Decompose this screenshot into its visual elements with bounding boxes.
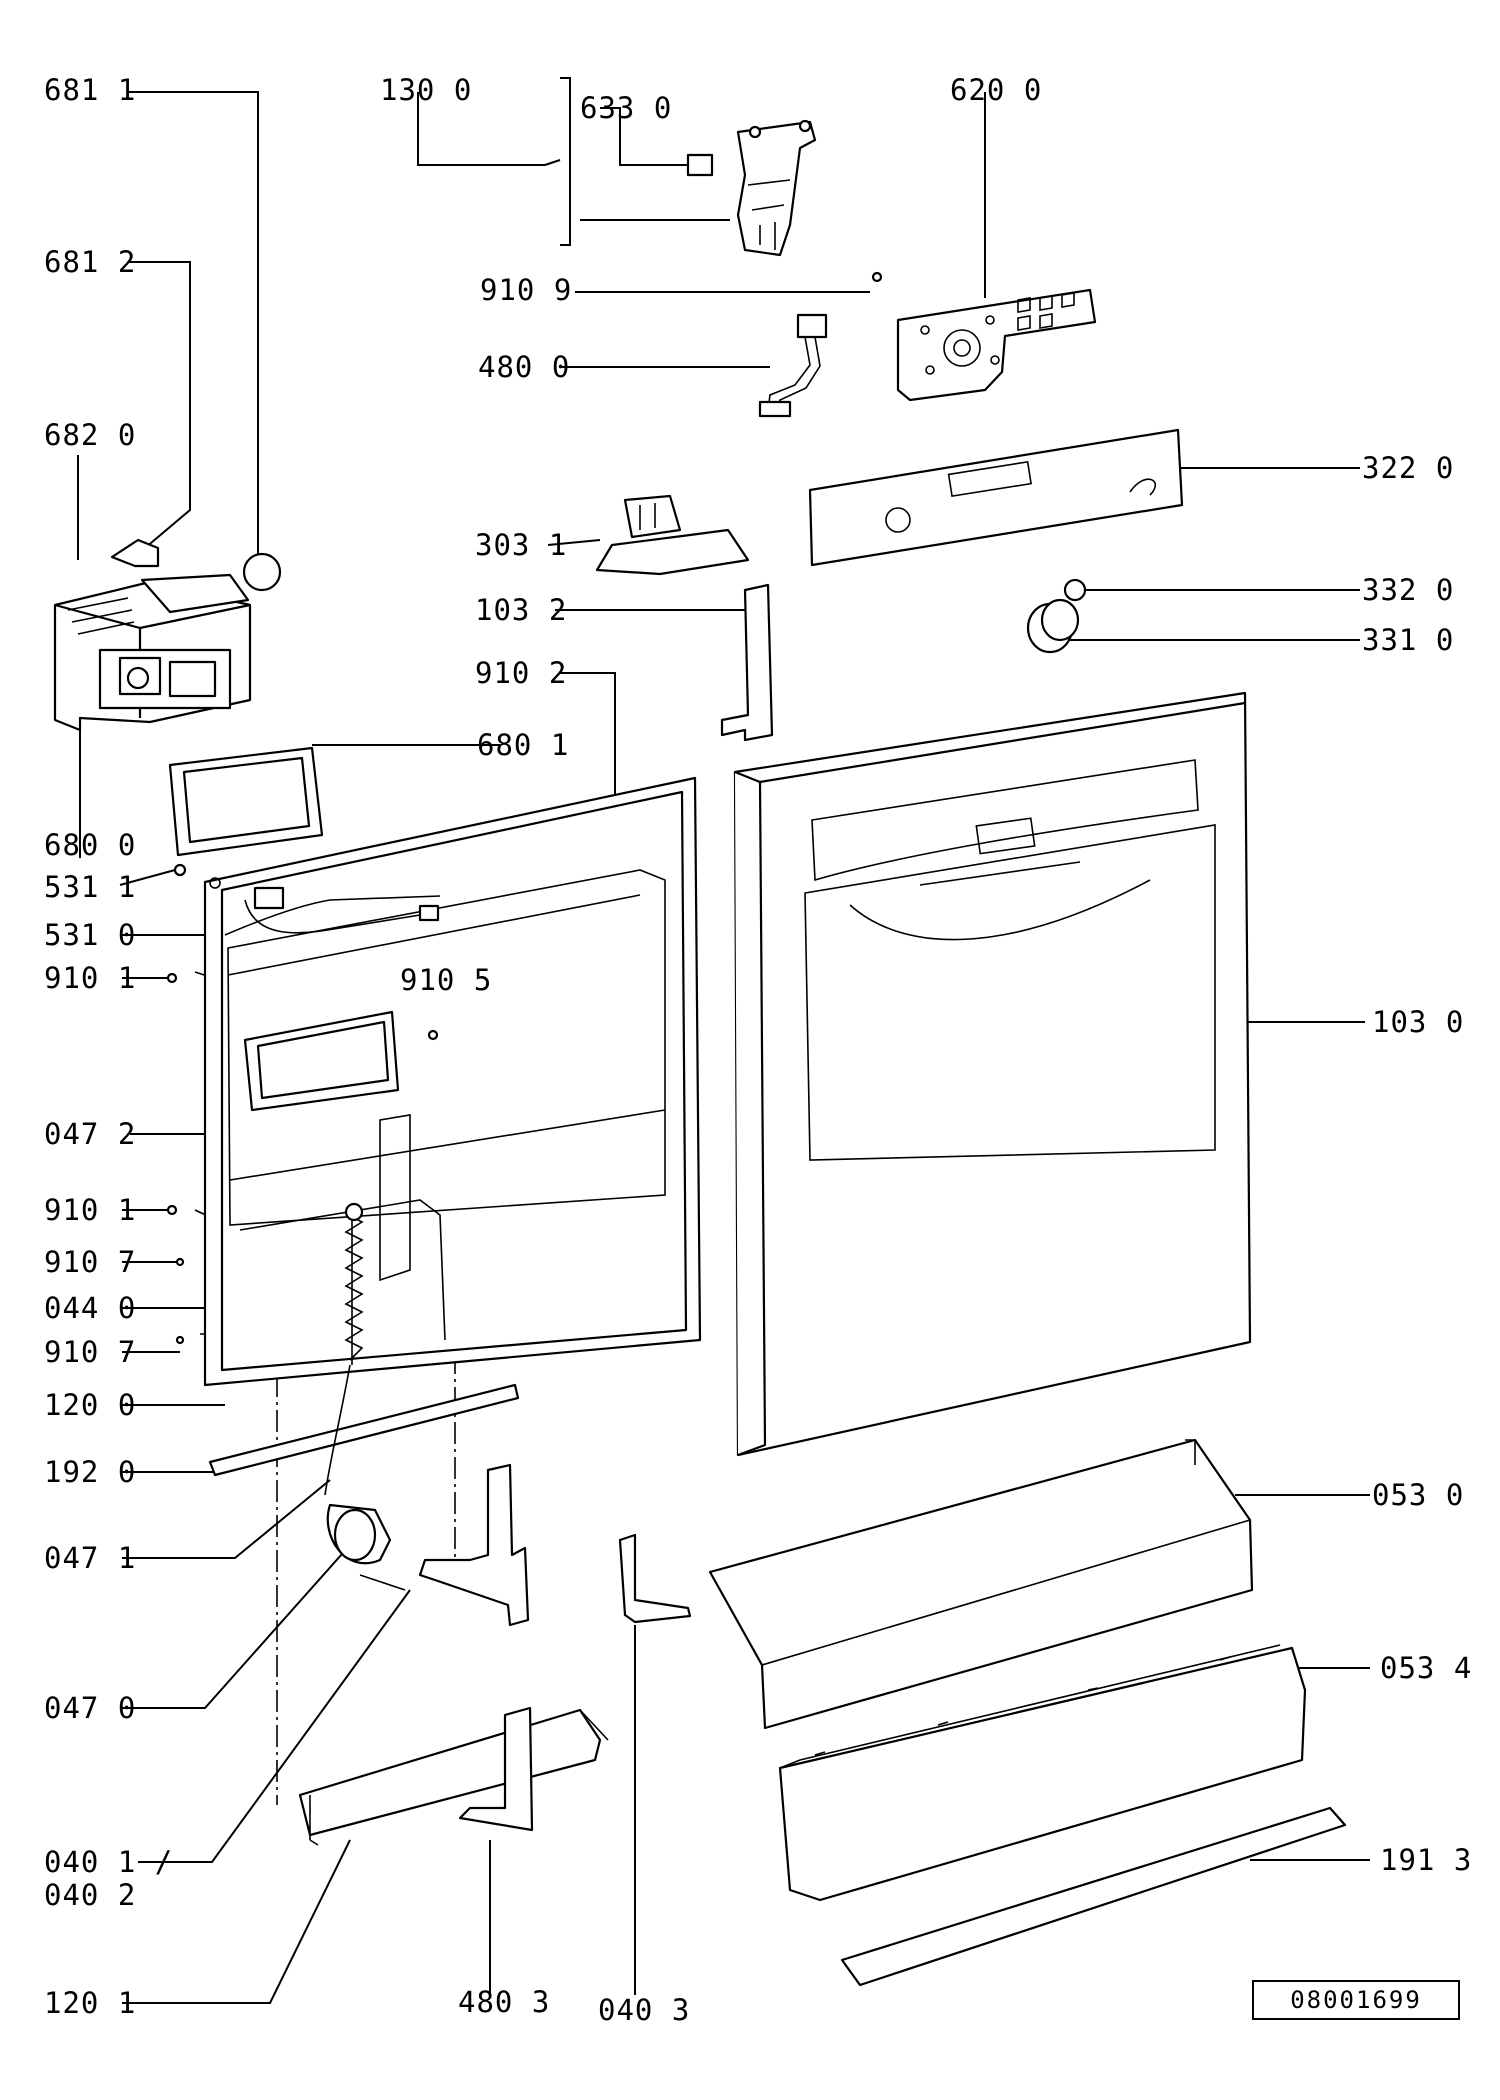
label-620-0: 620 0 <box>950 73 1042 107</box>
part-control-board <box>896 288 1097 402</box>
part-cable-5310 <box>244 886 440 934</box>
part-disc <box>242 552 282 592</box>
label-680-1: 680 1 <box>477 728 569 762</box>
label-040-2: 040 2 <box>44 1878 136 1912</box>
label-120-1: 120 1 <box>44 1986 136 2020</box>
label-303-1: 303 1 <box>475 528 567 562</box>
part-strip-1920 <box>208 1383 520 1477</box>
part-screw-9107b <box>175 1335 185 1345</box>
label-191-3: 191 3 <box>1380 1843 1472 1877</box>
label-910-9: 910 9 <box>480 273 572 307</box>
label-910-1-a: 910 1 <box>44 961 136 995</box>
label-053-4: 053 4 <box>1380 1651 1472 1685</box>
label-120-0: 120 0 <box>44 1388 136 1422</box>
label-040-3: 040 3 <box>598 1993 690 2027</box>
part-door-lock <box>736 119 817 257</box>
label-681-2: 681 2 <box>44 245 136 279</box>
label-910-7-a: 910 7 <box>44 1245 136 1279</box>
label-681-1: 681 1 <box>44 73 136 107</box>
part-handle <box>595 494 750 576</box>
label-044-0: 044 0 <box>44 1291 136 1325</box>
label-910-2: 910 2 <box>475 656 567 690</box>
label-680-0: 680 0 <box>44 828 136 862</box>
callout-labels: 681 1 681 2 682 0 680 0 531 1 531 0 910 … <box>44 73 1472 2027</box>
part-gasket <box>168 746 324 857</box>
label-332-0: 332 0 <box>1362 573 1454 607</box>
part-screw-9107a <box>175 1257 185 1267</box>
label-910-1-b: 910 1 <box>44 1193 136 1227</box>
part-front-kick-panel <box>778 1644 1307 1902</box>
label-531-1: 531 1 <box>44 870 136 904</box>
label-910-7-b: 910 7 <box>44 1335 136 1369</box>
part-knob-small <box>1063 578 1087 602</box>
label-192-0: 192 0 <box>44 1455 136 1489</box>
label-040-1: 040 1 / <box>44 1845 173 1879</box>
label-047-1: 047 1 <box>44 1541 136 1575</box>
part-lower-rail <box>298 1708 609 1846</box>
label-531-0: 531 0 <box>44 918 136 952</box>
label-047-0: 047 0 <box>44 1691 136 1725</box>
part-dispenser <box>53 573 252 732</box>
part-screw-9101a <box>166 972 178 984</box>
label-130-0: 130 0 <box>380 73 472 107</box>
part-screw-5311 <box>173 863 187 877</box>
part-screw-9109 <box>871 271 883 283</box>
label-053-0: 053 0 <box>1372 1478 1464 1512</box>
part-strip-1913 <box>840 1806 1347 1987</box>
part-outer-door <box>733 691 1252 1457</box>
label-103-0: 103 0 <box>1372 1005 1464 1039</box>
part-clip <box>110 538 160 568</box>
label-322-0: 322 0 <box>1362 451 1454 485</box>
part-control-panel <box>808 428 1184 567</box>
label-047-2: 047 2 <box>44 1117 136 1151</box>
part-bracket-4803 <box>458 1706 534 1832</box>
label-480-0: 480 0 <box>478 350 570 384</box>
label-331-0: 331 0 <box>1362 623 1454 657</box>
part-wire-harness <box>758 313 828 418</box>
part-microswitch <box>686 153 714 177</box>
part-bracket-0403 <box>618 1533 692 1624</box>
part-screw-9105 <box>427 1029 439 1041</box>
part-pulley <box>326 1503 406 1591</box>
label-633-0: 633 0 <box>580 91 672 125</box>
label-910-5: 910 5 <box>400 963 492 997</box>
label-103-2: 103 2 <box>475 593 567 627</box>
part-knob <box>1026 598 1080 654</box>
drawing-number: 08001699 <box>1252 1980 1460 2020</box>
part-kick-plate <box>708 1438 1254 1730</box>
part-hinge-plate <box>418 1463 530 1627</box>
part-screw-9101b <box>166 1204 178 1216</box>
part-bracket-1032 <box>720 583 774 742</box>
part-cable-0471 <box>324 1364 351 1496</box>
label-480-3: 480 3 <box>458 1985 550 2019</box>
part-spring <box>344 1202 364 1365</box>
part-inner-door <box>203 776 702 1387</box>
leader-lines <box>77 77 1370 2004</box>
label-682-0: 682 0 <box>44 418 136 452</box>
